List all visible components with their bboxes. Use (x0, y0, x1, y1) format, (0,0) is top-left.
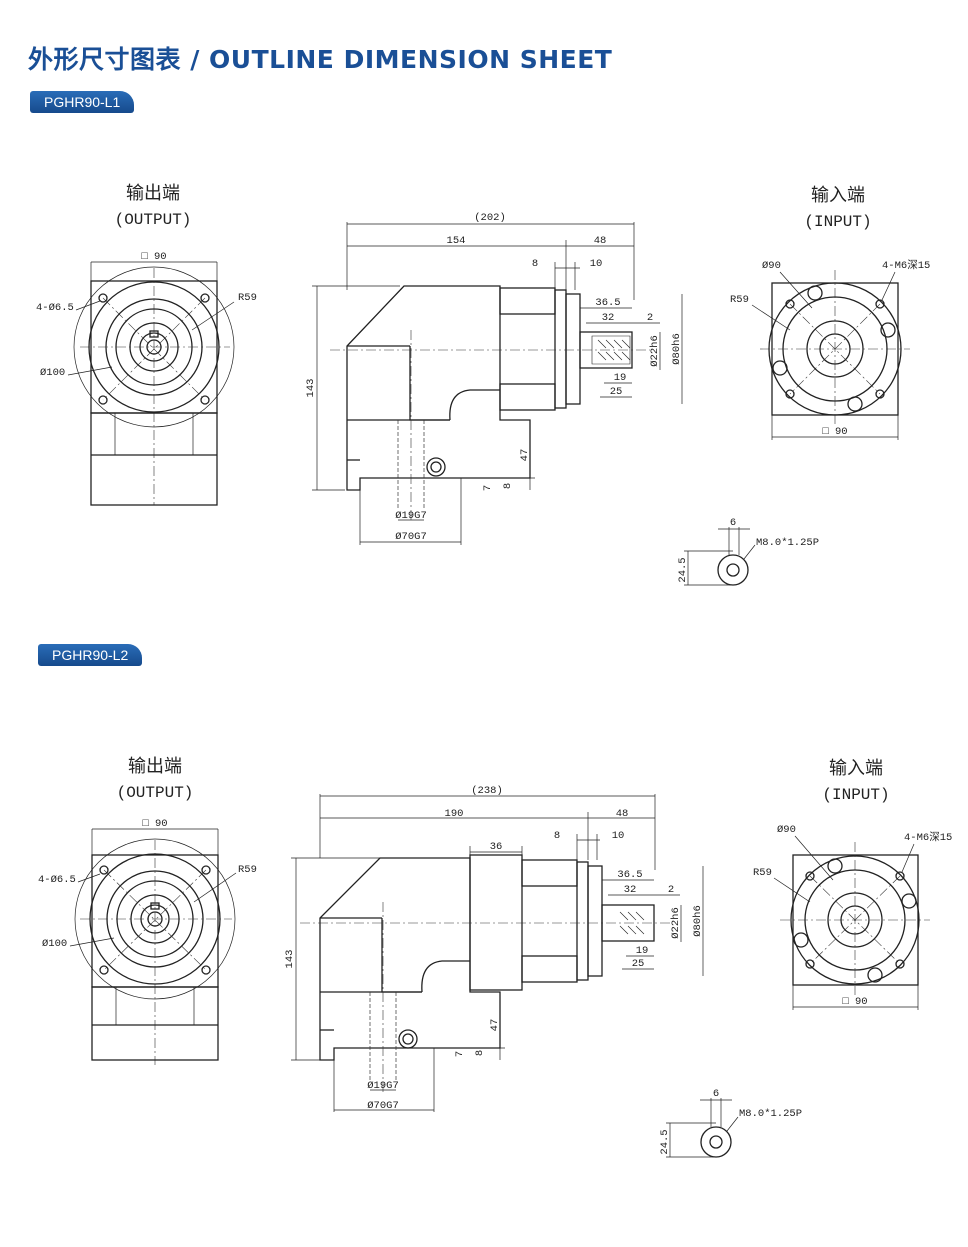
input-square-dim: □ 90 (842, 996, 867, 1008)
side-d25-dim: 25 (610, 386, 623, 398)
output-label-en: (OUTPUT) (115, 211, 192, 229)
side-d36-5-dim: 36.5 (617, 869, 642, 881)
output-square-dim: □ 90 (142, 818, 167, 830)
side-d7-dim: 7 (482, 485, 494, 491)
side-body-dim: 190 (445, 808, 464, 820)
input-square-dim: □ 90 (822, 426, 847, 438)
side-spigot-dim: Ø80h6 (671, 333, 683, 365)
input-pcd-dim: Ø90 (762, 260, 781, 272)
side-d32-dim: 32 (602, 312, 615, 324)
input-label-en: (INPUT) (822, 786, 889, 804)
side-pilot-dim: Ø70G7 (367, 1100, 399, 1112)
side-d25-dim: 25 (632, 958, 645, 970)
side-d47-dim: 47 (489, 1019, 501, 1032)
output-square-dim: □ 90 (141, 251, 166, 263)
input-label-en: (INPUT) (804, 213, 871, 231)
side-height-dim: 143 (305, 379, 317, 398)
output-holes-dim: 4-Ø6.5 (38, 874, 76, 886)
output-view-l1: 输出端 (OUTPUT) □ 90 4-Ø6.5 (36, 183, 257, 506)
detail-width-dim: 6 (713, 1088, 719, 1100)
detail-height-dim: 24.5 (659, 1129, 671, 1154)
side-d10-dim: 10 (612, 830, 625, 842)
detail-thread-dim: M8.0*1.25P (739, 1108, 802, 1120)
side-d2-dim: 2 (647, 312, 653, 324)
detail-width-dim: 6 (730, 517, 736, 529)
side-d19-dim: 19 (614, 372, 627, 384)
model-badge-l2: PGHR90-L2 (38, 644, 143, 666)
output-radius-dim: R59 (238, 864, 257, 876)
side-bore-dim: Ø19G7 (395, 510, 427, 522)
side-d32-dim: 32 (624, 884, 637, 896)
input-threads-dim: 4-M6深15 (882, 259, 930, 272)
input-pcd-dim: Ø90 (777, 824, 796, 836)
input-view-l2: 输入端 (INPUT) Ø90 4-M6深15 R59 □ 90 (753, 758, 952, 1010)
side-overall-dim: (238) (471, 785, 503, 797)
detail-view-l1: 6 M8.0*1.25P 24.5 (677, 517, 819, 586)
detail-view-l2: 6 M8.0*1.25P 24.5 (659, 1088, 802, 1158)
output-pcd-dim: Ø100 (42, 938, 67, 950)
side-body-dim: 154 (447, 235, 466, 247)
detail-thread-dim: M8.0*1.25P (756, 537, 819, 549)
side-d36-dim: 36 (490, 841, 503, 853)
side-view-l1: (202) 154 48 8 10 143 (305, 212, 683, 545)
output-view-l2: 输出端 (OUTPUT) □ 90 4-Ø6.5 R59 Ø100 (38, 756, 257, 1065)
drawing-l2: 输出端 (OUTPUT) □ 90 4-Ø6.5 R59 Ø100 (38, 756, 952, 1158)
detail-height-dim: 24.5 (677, 557, 689, 582)
output-pcd-dim: Ø100 (40, 367, 65, 379)
input-view-l1: 输入端 (INPUT) Ø90 4-M6深15 R59 □ 90 (730, 185, 930, 440)
side-d8-dim: 8 (554, 830, 560, 842)
input-threads-dim: 4-M6深15 (904, 831, 952, 844)
side-shaft-dim: Ø22h6 (670, 907, 682, 939)
drawing-l1: 输出端 (OUTPUT) □ 90 4-Ø6.5 (36, 183, 930, 586)
side-shaft-dim: Ø22h6 (649, 335, 661, 367)
side-bore-dim: Ø19G7 (367, 1080, 399, 1092)
side-d10-dim: 10 (590, 258, 603, 270)
page-title: 外形尺寸图表 / OUTLINE DIMENSION SHEET (28, 45, 613, 74)
side-d8b-dim: 8 (474, 1050, 486, 1056)
model-badge-l1: PGHR90-L1 (30, 91, 135, 113)
side-d47-dim: 47 (519, 449, 531, 462)
output-label-cn: 输出端 (128, 756, 182, 777)
side-d7-dim: 7 (454, 1051, 466, 1057)
output-label-en: (OUTPUT) (117, 784, 194, 802)
output-label-cn: 输出端 (126, 183, 180, 204)
input-label-cn: 输入端 (811, 185, 865, 206)
side-d8-dim: 8 (532, 258, 538, 270)
side-pilot-dim: Ø70G7 (395, 531, 427, 543)
side-d8b-dim: 8 (502, 483, 514, 489)
input-radius-dim: R59 (730, 294, 749, 306)
side-flange-dim: 48 (616, 808, 629, 820)
input-label-cn: 输入端 (829, 758, 883, 779)
output-holes-dim: 4-Ø6.5 (36, 302, 74, 314)
output-radius-dim: R59 (238, 292, 257, 304)
side-view-l2: (238) 190 48 36 8 10 143 (284, 785, 704, 1112)
side-spigot-dim: Ø80h6 (692, 905, 704, 937)
side-flange-dim: 48 (594, 235, 607, 247)
side-d19-dim: 19 (636, 945, 649, 957)
side-d36-5-dim: 36.5 (595, 297, 620, 309)
side-d2-dim: 2 (668, 884, 674, 896)
input-radius-dim: R59 (753, 867, 772, 879)
side-height-dim: 143 (284, 950, 296, 969)
side-overall-dim: (202) (474, 212, 506, 224)
